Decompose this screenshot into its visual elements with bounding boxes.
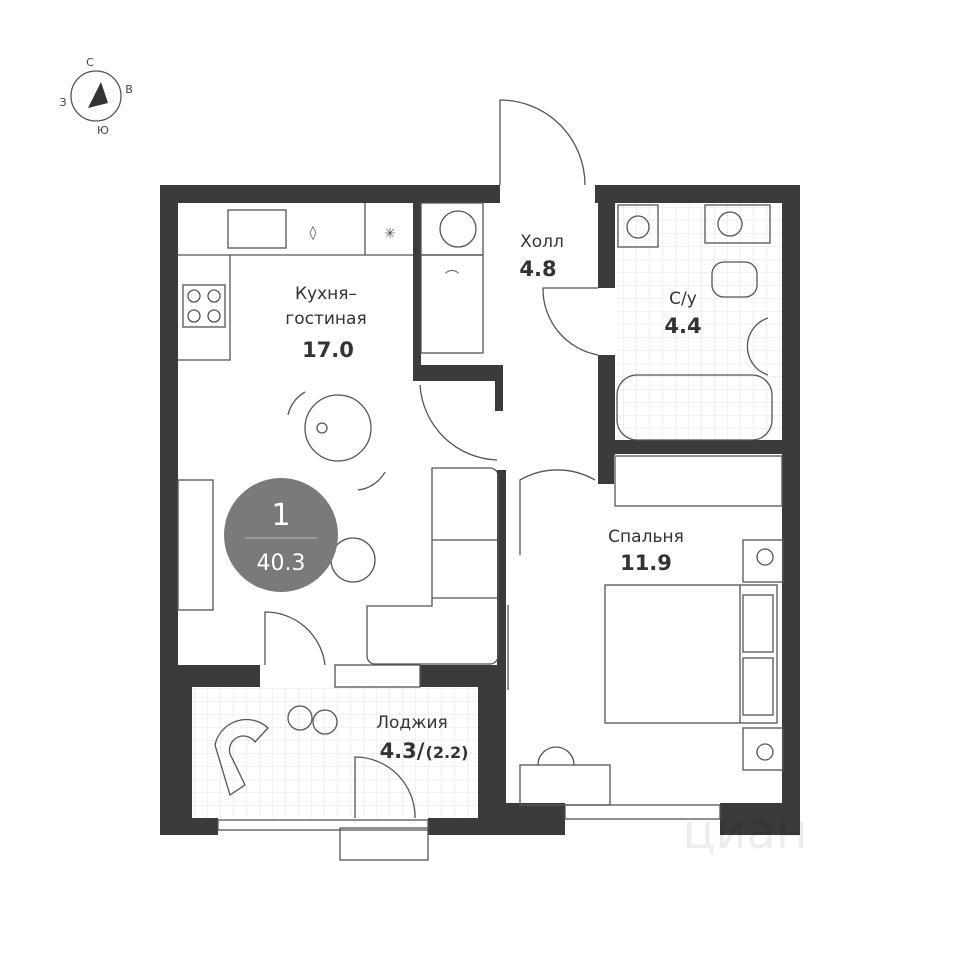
compass: С В Ю З: [59, 56, 132, 137]
loggia-furniture: [214, 705, 338, 797]
room-name: Кухня–: [295, 284, 357, 304]
bathroom-fixtures: [616, 204, 773, 441]
doors: [264, 99, 599, 819]
washbasin-icon: [746, 317, 769, 376]
plant-icon: [312, 709, 338, 735]
armchair-icon: [214, 718, 269, 797]
room-area: 4.8: [519, 257, 556, 281]
plant-icon: [287, 705, 313, 731]
compass-south: Ю: [97, 124, 109, 137]
sink-icon: [227, 209, 287, 249]
nightstand-icon: [742, 727, 784, 771]
compass-east: В: [125, 83, 133, 96]
room-hall: Холл 4.8: [519, 232, 563, 281]
room-area: 4.4: [664, 314, 701, 338]
windows: [217, 664, 721, 861]
kitchen-furniture: ◊ ✳ ⌒: [177, 202, 499, 665]
room-area: 4.3/: [380, 739, 425, 763]
walls: [160, 185, 800, 835]
dining-table-icon: [304, 394, 372, 462]
rooms-count: 1: [271, 498, 290, 533]
sofa-icon: [366, 467, 499, 665]
washing-machine-icon: [420, 202, 484, 256]
toilet-icon: [711, 261, 758, 298]
room-bedroom: Спальня 11.9: [608, 527, 684, 575]
desk-icon: [519, 764, 611, 806]
room-area: 17.0: [302, 338, 354, 362]
closet-icon: [614, 455, 783, 507]
washer-icon: [617, 204, 659, 248]
nightstand-icon: [742, 539, 784, 583]
room-bathroom: С/у 4.4: [664, 289, 701, 338]
total-area: 40.3: [257, 551, 306, 576]
room-name: Лоджия: [376, 713, 448, 733]
wardrobe-icon: [420, 254, 484, 354]
room-kitchen-living: Кухня– гостиная 17.0: [285, 284, 366, 362]
compass-north: С: [86, 56, 94, 69]
stove-icon: [182, 284, 226, 328]
room-area: 11.9: [620, 551, 672, 575]
bed-icon: [604, 584, 778, 724]
fridge-icon: ✳: [384, 226, 396, 242]
north-arrow-icon: [88, 82, 108, 108]
loggia-tiles: [192, 687, 478, 818]
room-loggia: Лоджия 4.3/ (2.2): [376, 713, 468, 763]
room-name: Холл: [520, 232, 564, 252]
room-name: гостиная: [285, 309, 366, 329]
sink-icon-bath: [704, 204, 771, 244]
dishwasher-icon: ◊: [310, 225, 317, 241]
tv-stand-icon: [177, 479, 214, 611]
bedroom-furniture: [519, 455, 784, 806]
coffee-table-icon: [330, 537, 376, 583]
room-name: Спальня: [608, 527, 684, 547]
apartment-badge: 1 40.3: [224, 478, 338, 592]
bathtub-icon: [616, 374, 773, 441]
room-name: С/у: [669, 289, 697, 309]
compass-west: З: [59, 96, 66, 109]
chair-icon: [537, 746, 575, 766]
svg-text:⌒: ⌒: [445, 270, 459, 286]
compass-circle: [70, 70, 122, 122]
room-area-extra: (2.2): [426, 743, 469, 762]
watermark: циан: [683, 804, 808, 860]
